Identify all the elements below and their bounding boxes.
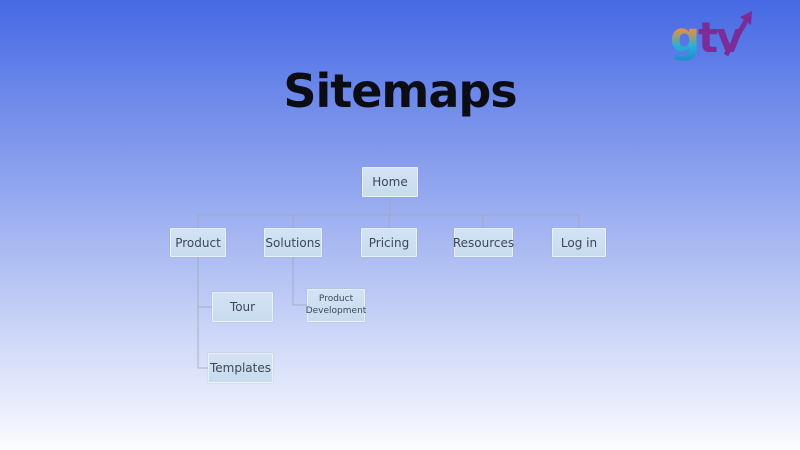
node-label: Product Development bbox=[305, 294, 367, 316]
node-label: Tour bbox=[229, 300, 256, 314]
gtv-logo: gtv bbox=[666, 11, 756, 74]
node-label: Solutions bbox=[265, 235, 321, 250]
node-tour: Tour bbox=[212, 292, 273, 322]
node-resources: Resources bbox=[452, 228, 515, 257]
node-solutions: Solutions bbox=[264, 228, 322, 257]
logo-letter-g: g bbox=[670, 13, 700, 62]
node-home: Home bbox=[362, 167, 418, 197]
node-log-in: Log in bbox=[552, 228, 606, 257]
node-pricing: Pricing bbox=[361, 228, 417, 257]
node-product: Product bbox=[170, 228, 226, 257]
node-label: Log in bbox=[560, 235, 598, 250]
page-title: Sitemaps bbox=[283, 64, 517, 118]
node-label: Product bbox=[175, 235, 221, 250]
node-label: Home bbox=[372, 175, 408, 189]
node-product-development: Product Development bbox=[305, 289, 367, 322]
node-label: Pricing bbox=[368, 235, 410, 250]
node-label: Templates bbox=[209, 361, 271, 375]
node-label: Resources bbox=[452, 235, 515, 250]
node-templates: Templates bbox=[208, 353, 273, 383]
arrow-up-right-icon bbox=[723, 11, 752, 57]
